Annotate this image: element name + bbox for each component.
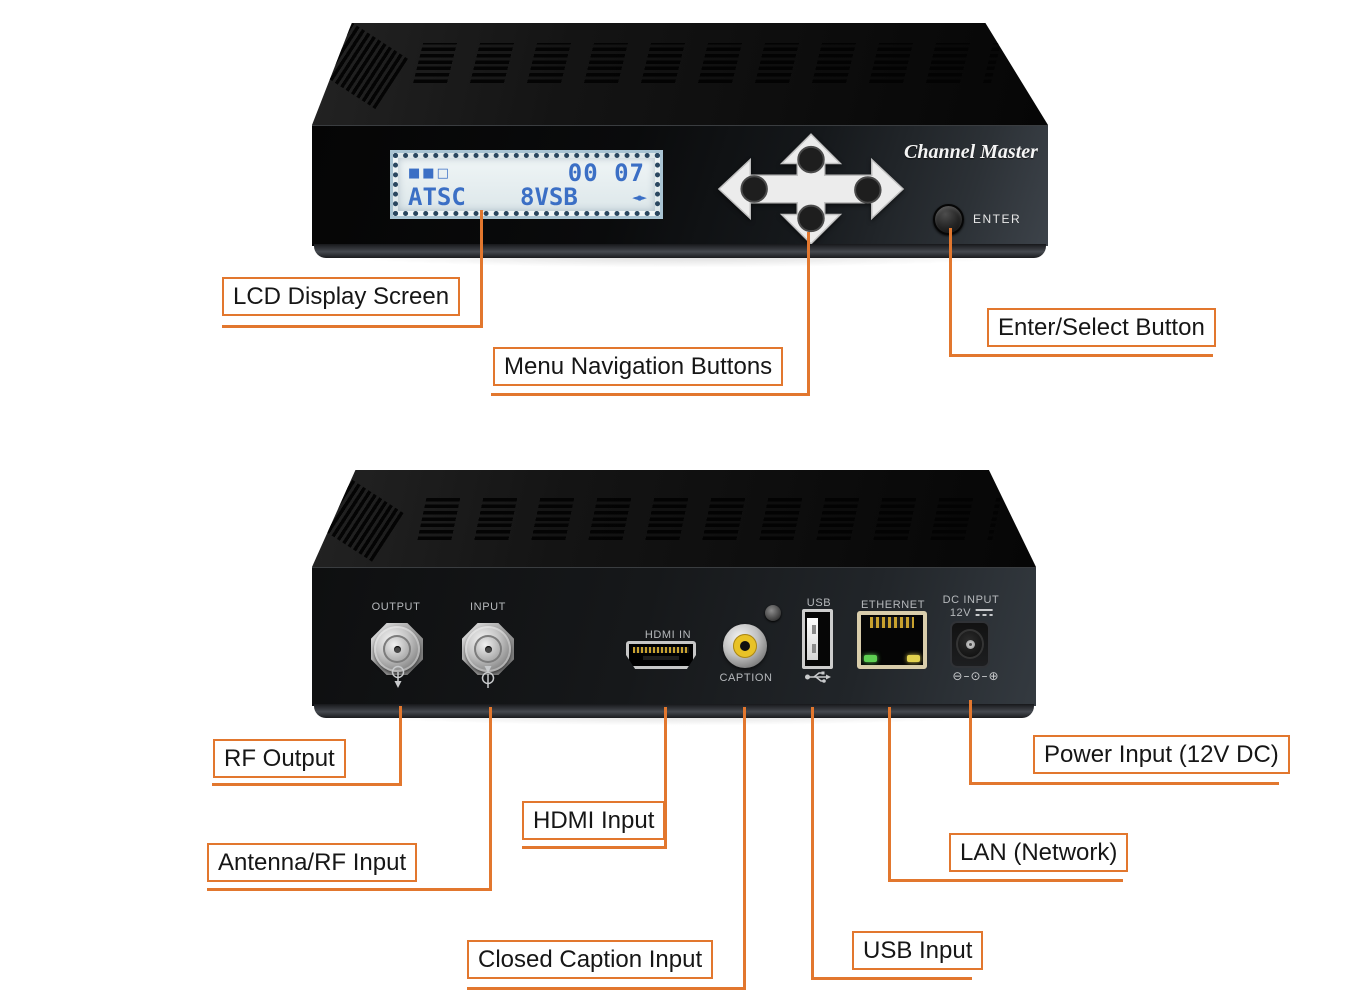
nav-left-button <box>740 175 768 203</box>
hdmi-port-label: HDMI IN <box>644 629 692 641</box>
rf-input-symbol-icon <box>481 666 495 688</box>
nav-down-button <box>797 204 825 233</box>
leader-line-menu <box>491 393 810 396</box>
lcd-row-bottom: ATSC 8VSB ◄► <box>408 183 647 211</box>
callout-hdmi-input: HDMI Input <box>522 801 666 840</box>
callout-antenna-rf-input: Antenna/RF Input <box>207 843 418 882</box>
callout-enter-select-button: Enter/Select Button <box>987 308 1216 347</box>
coax-pin <box>393 645 401 653</box>
rf-input-port-label: INPUT <box>470 601 506 613</box>
dpad-cross-icon <box>717 133 905 245</box>
leader-line-hdmi-input <box>664 707 667 849</box>
lcd-row-top: ■■□ 00 07 <box>408 161 645 185</box>
ethernet-pins <box>870 617 914 628</box>
leader-line-hdmi-input <box>522 846 667 849</box>
device-base <box>314 704 1034 718</box>
leader-line-menu <box>807 232 810 395</box>
dc-voltage-text: 12V <box>949 607 972 620</box>
lcd-volume-icon: ◄► <box>632 190 647 204</box>
leader-line-lcd <box>480 210 483 327</box>
panel-screw-icon <box>765 605 781 621</box>
leader-line-power-input <box>969 782 1279 785</box>
vent-slots-icon <box>318 478 404 562</box>
enter-button <box>933 204 964 235</box>
dc-jack-pin <box>965 640 975 649</box>
leader-line-lan <box>888 707 891 882</box>
leader-line-lcd <box>222 325 483 328</box>
lcd-channel-number: 00 07 <box>567 159 645 187</box>
vent-slots-icon <box>319 23 409 110</box>
brand-logo: Channel Master <box>904 141 1038 163</box>
usb-tongue <box>807 618 818 660</box>
callout-closed-caption-input: Closed Caption Input <box>467 940 714 979</box>
hdmi-pins <box>633 647 689 653</box>
rf-input-connector <box>462 623 514 675</box>
device-rear-panel: OUTPUT INPUT HDMI IN CAPTION <box>312 567 1036 706</box>
usb-symbol-icon <box>805 671 831 683</box>
usb-port <box>802 609 833 669</box>
ethernet-green-led <box>864 655 877 662</box>
callout-rf-output: RF Output <box>213 739 346 778</box>
device-top-panel <box>312 470 1036 567</box>
coax-pin <box>484 645 492 653</box>
caption-rca-jack <box>723 624 767 668</box>
leader-line-power-input <box>969 700 972 785</box>
front-view-device: ■■□ 00 07 ATSC 8VSB ◄► Channel Master EN… <box>312 23 1048 258</box>
leader-line-closed-caption <box>467 987 746 990</box>
nav-up-button <box>797 145 825 174</box>
leader-line-closed-caption <box>743 707 746 990</box>
rca-hole <box>740 641 750 651</box>
dc-input-text: DC INPUT <box>942 594 1000 606</box>
leader-line-antenna-input <box>207 888 492 891</box>
leader-line-rf-output <box>212 783 402 786</box>
enter-button-label: ENTER <box>973 212 1022 226</box>
dc-power-jack <box>950 621 990 668</box>
device-top-panel <box>312 23 1048 125</box>
lcd-display: ■■□ 00 07 ATSC 8VSB ◄► <box>393 153 660 216</box>
rf-output-symbol-icon <box>391 665 405 688</box>
leader-line-antenna-input <box>489 707 492 891</box>
caption-port-label: CAPTION <box>719 672 773 684</box>
usb-port-label: USB <box>806 597 832 609</box>
leader-line-enter <box>949 354 1213 357</box>
leader-line-enter <box>949 228 952 357</box>
ethernet-port-label: ETHERNET <box>860 599 926 611</box>
navigation-dpad <box>717 133 905 245</box>
lcd-modulation-text: 8VSB <box>520 183 578 211</box>
hdmi-slot <box>643 656 679 660</box>
callout-lan-network: LAN (Network) <box>949 833 1129 872</box>
device-front-panel: ■■□ 00 07 ATSC 8VSB ◄► Channel Master EN… <box>312 125 1048 246</box>
dc-polarity-symbol: ⊖–⊙–⊕ <box>952 669 1000 683</box>
callout-lcd-display-screen: LCD Display Screen <box>222 277 461 316</box>
leader-line-usb-input <box>811 977 972 980</box>
leader-line-lan <box>888 879 1123 882</box>
vent-slots-icon <box>413 43 1001 83</box>
callout-power-input: Power Input (12V DC) <box>1033 735 1290 774</box>
hdmi-port <box>626 641 696 669</box>
dc-symbol-icon <box>975 608 993 617</box>
signal-bars-icon: ■■□ <box>408 165 451 181</box>
leader-line-rf-output <box>399 706 402 786</box>
device-base <box>314 244 1046 258</box>
ethernet-amber-led <box>907 655 920 662</box>
back-view-device: OUTPUT INPUT HDMI IN CAPTION <box>312 470 1036 718</box>
leader-line-usb-input <box>811 707 814 980</box>
vent-slots-icon <box>417 496 1002 540</box>
nav-right-button <box>854 176 882 204</box>
lcd-standard-text: ATSC <box>408 183 466 211</box>
callout-usb-input: USB Input <box>852 931 984 970</box>
dc-input-port-label: DC INPUT 12V <box>943 594 1000 620</box>
callout-menu-navigation-buttons: Menu Navigation Buttons <box>493 347 784 386</box>
rf-output-port-label: OUTPUT <box>371 601 421 613</box>
ethernet-port <box>857 611 927 669</box>
